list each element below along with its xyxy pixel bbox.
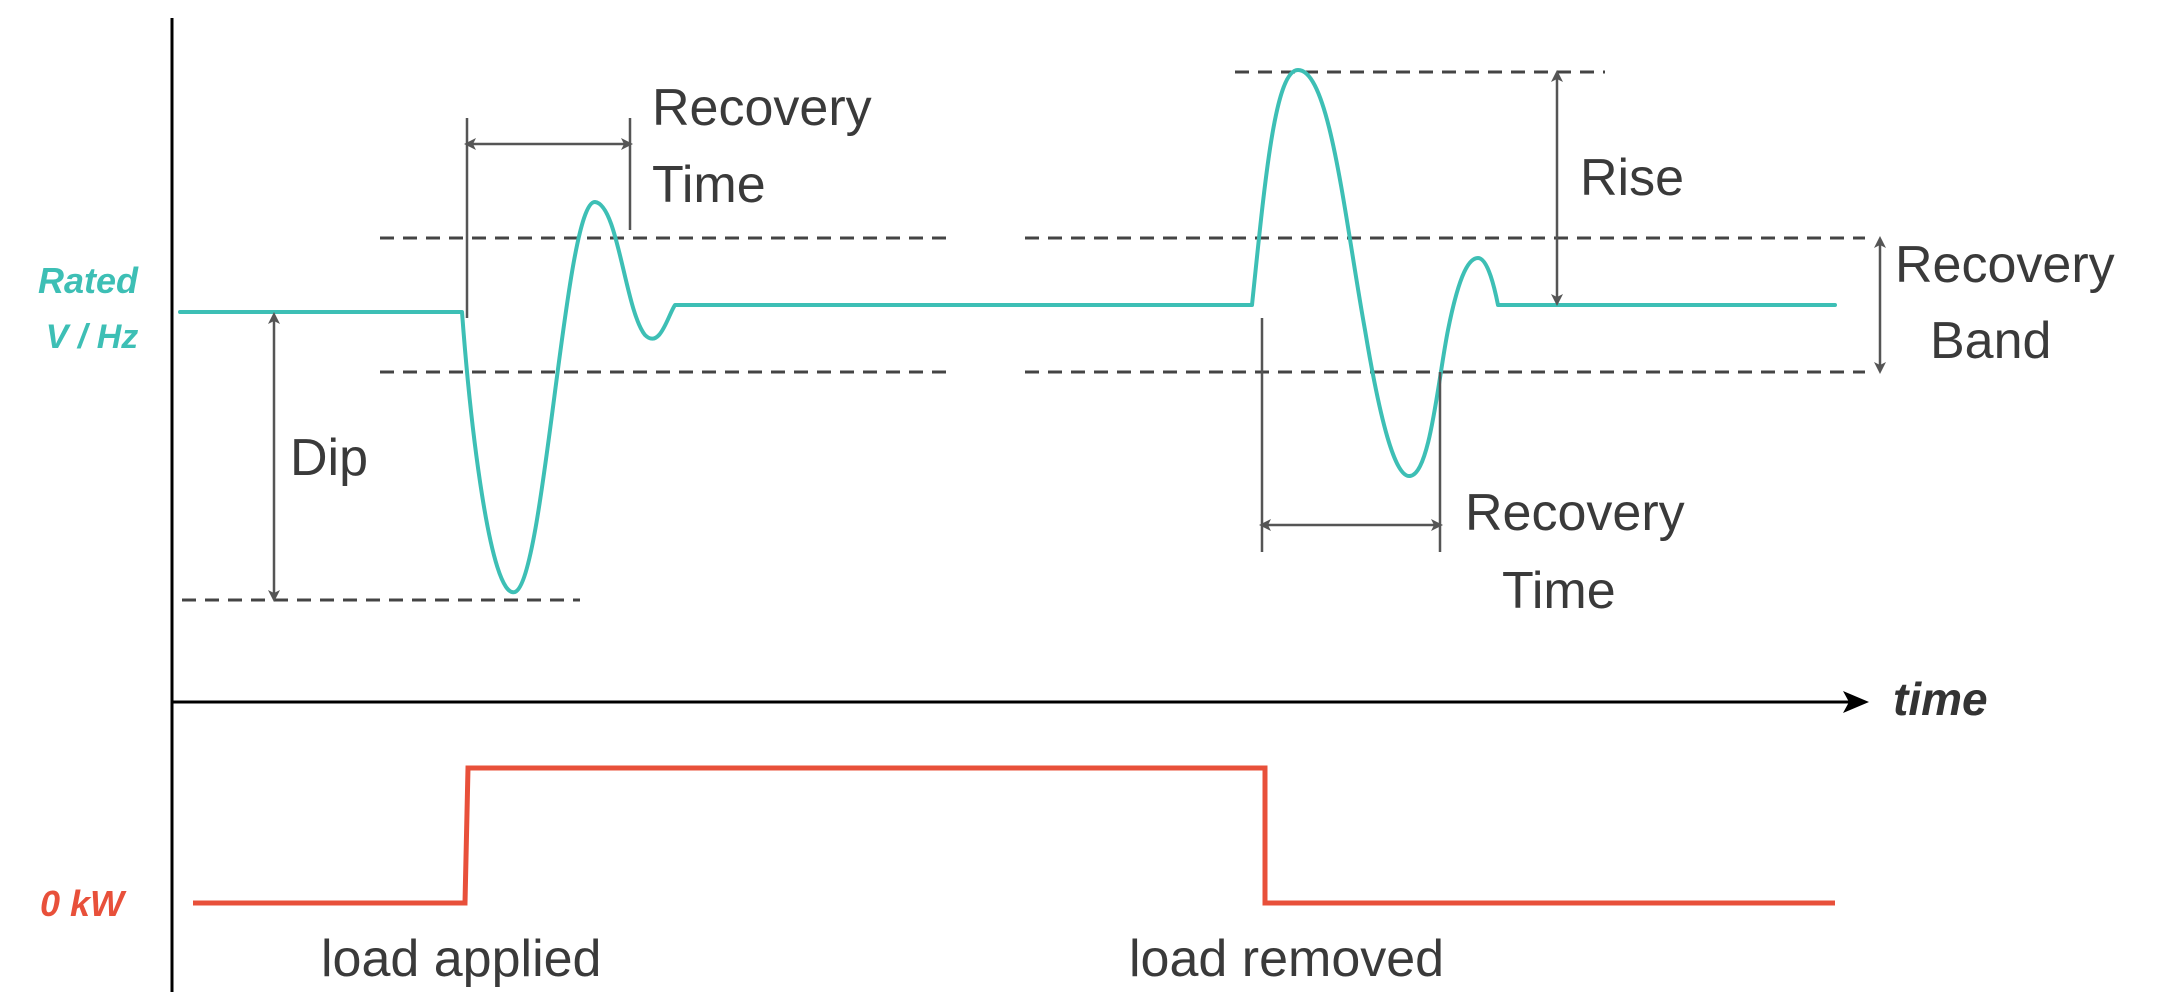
recovery-time-1-label-line2: Time	[652, 156, 766, 214]
recovery-band-label-line1: Recovery	[1895, 236, 2115, 294]
time-axis-label: time	[1893, 673, 1988, 725]
rated-label-line2: V / Hz	[46, 318, 139, 356]
rise-label: Rise	[1580, 149, 1684, 207]
recovery-band-label-line2: Band	[1930, 312, 2051, 370]
recovery-time-2-label-line2: Time	[1502, 562, 1616, 620]
dip-label: Dip	[290, 429, 368, 487]
load-trace	[193, 765, 1835, 906]
recovery-time-1-label-line1: Recovery	[652, 79, 872, 137]
load-removed-label: load removed	[1129, 930, 1444, 988]
zero-kw-label: 0 kW	[40, 883, 127, 924]
load-applied-label: load applied	[321, 930, 601, 988]
recovery-time-2-label-line1: Recovery	[1465, 484, 1685, 542]
rated-label-line1: Rated	[38, 260, 139, 301]
